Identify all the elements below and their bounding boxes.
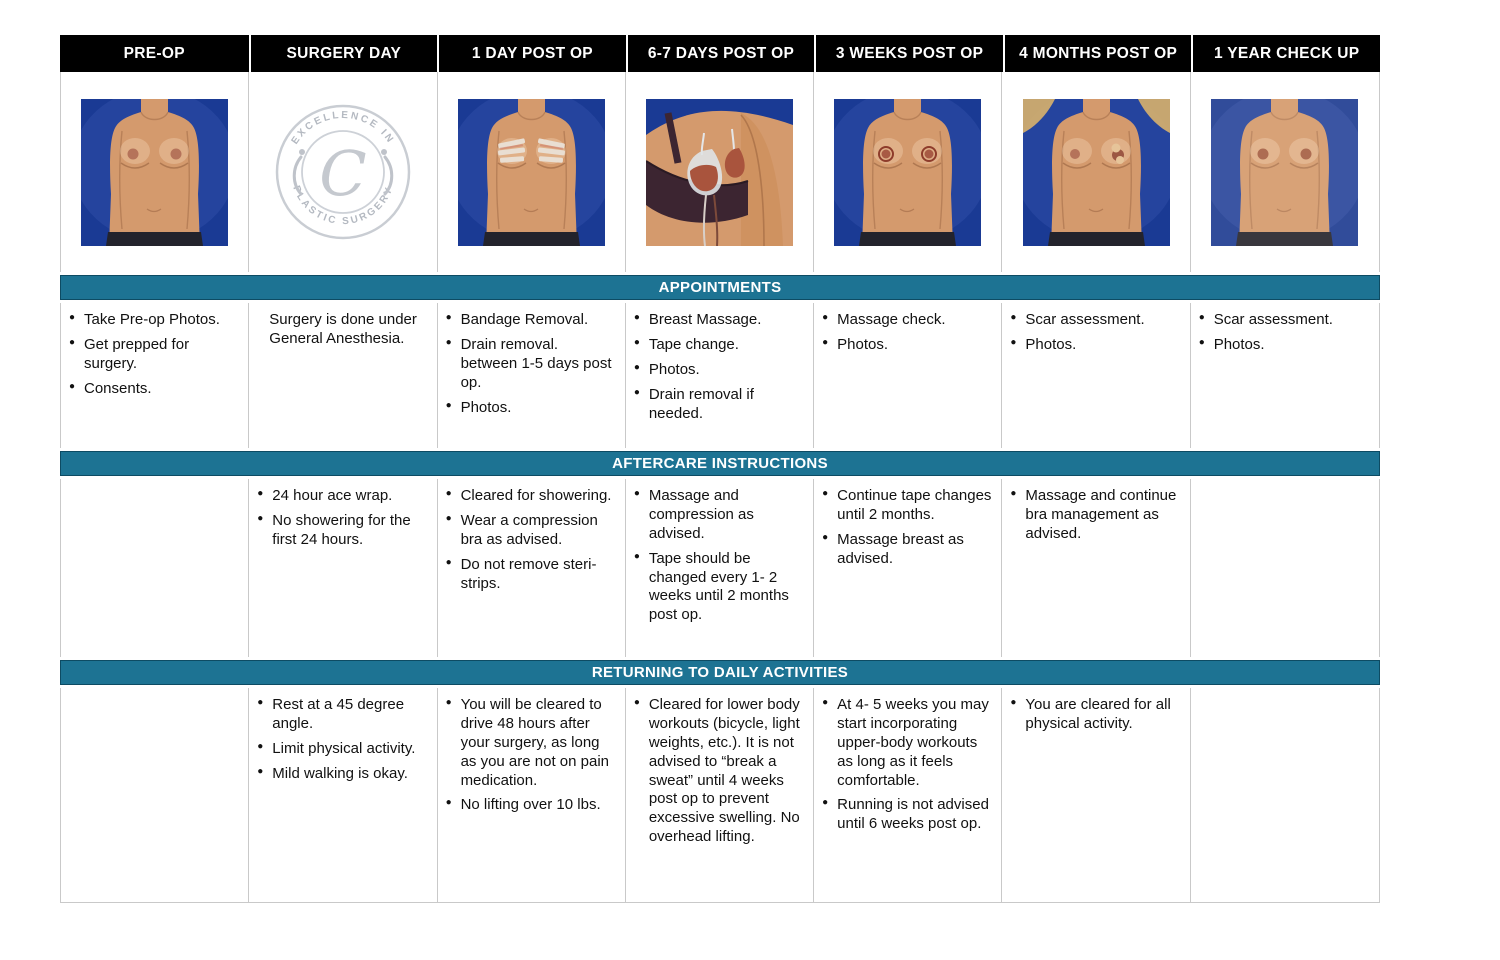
bullet-item: Tape change. <box>634 336 807 355</box>
bullet-item: No lifting over 10 lbs. <box>446 796 619 815</box>
bullet-item: Scar assessment. <box>1010 311 1183 330</box>
bullet-item: Drain removal. between 1-5 days post op. <box>446 336 619 393</box>
appointments-1-year-check-up: Scar assessment. Photos. <box>1191 303 1379 448</box>
activities-surgery-day: Rest at a 45 degree angle. Limit physical… <box>249 688 438 902</box>
bullet-item: Rest at a 45 degree angle. <box>257 696 430 734</box>
clinic-logo: EXCELLENCE IN PLASTIC SURGERY C <box>275 104 411 240</box>
bullet-item: Tape should be changed every 1- 2 weeks … <box>634 550 807 626</box>
activities-1-day-post-op: You will be cleared to drive 48 hours af… <box>438 688 626 902</box>
patient-photo-4-months-post-op <box>1022 98 1170 246</box>
bullet-item: Limit physical activity. <box>257 740 430 759</box>
appointments-surgery-day: Surgery is done under General Anesthesia… <box>249 303 438 448</box>
aftercare-4-months-post-op: Massage and continue bra management as a… <box>1002 479 1191 657</box>
aftercare-6-7-days-post-op: Massage and compression as advised. Tape … <box>626 479 815 657</box>
bullet-item: Massage and continue bra management as a… <box>1010 487 1183 544</box>
bullet-item: Running is not advised until 6 weeks pos… <box>822 796 995 834</box>
aftercare-1-year-check-up <box>1191 479 1379 657</box>
aftercare-surgery-day: 24 hour ace wrap. No showering for the fi… <box>249 479 438 657</box>
aftercare-1-day-post-op: Cleared for showering. Wear a compression… <box>438 479 626 657</box>
logo-figure-silhouettes <box>292 149 394 196</box>
activities-row: Rest at a 45 degree angle. Limit physical… <box>60 688 1380 903</box>
section-band-appointments: APPOINTMENTS <box>60 275 1380 300</box>
column-header-6-7-days-post-op: 6-7 DAYS POST OP <box>625 35 815 72</box>
appointments-4-months-post-op: Scar assessment. Photos. <box>1002 303 1191 448</box>
bullet-item: Take Pre-op Photos. <box>69 311 242 330</box>
bullet-item: Photos. <box>634 361 807 380</box>
aftercare-3-weeks-post-op: Continue tape changes until 2 months. Mas… <box>814 479 1003 657</box>
activities-1-year-check-up <box>1191 688 1379 902</box>
column-header-pre-op: PRE-OP <box>60 35 249 72</box>
photo-cell-4-months-post-op <box>1002 72 1191 272</box>
appointments-1-day-post-op: Bandage Removal. Drain removal. between 1… <box>438 303 626 448</box>
appointments-6-7-days-post-op: Breast Massage. Tape change. Photos. Drain … <box>626 303 815 448</box>
photo-cell-surgery-day: EXCELLENCE IN PLASTIC SURGERY C <box>249 72 438 272</box>
bullet-item: Cleared for lower body workouts (bicycle… <box>634 696 807 847</box>
bullet-item: Photos. <box>1199 336 1373 355</box>
bullet-item: At 4- 5 weeks you may start incorporatin… <box>822 696 995 790</box>
patient-photo-3-weeks-post-op <box>834 99 981 246</box>
bullet-item: Get prepped for surgery. <box>69 336 242 374</box>
patient-photo-6-7-days-post-op <box>645 98 793 246</box>
photo-cell-3-weeks-post-op <box>814 72 1003 272</box>
logo-monogram: C <box>319 137 366 210</box>
bullet-item: Massage check. <box>822 311 995 330</box>
table-header-row: PRE-OP SURGERY DAY 1 DAY POST OP 6-7 DAY… <box>60 35 1380 72</box>
photo-cell-pre-op <box>61 72 250 272</box>
bullet-item: Photos. <box>822 336 995 355</box>
column-header-1-day-post-op: 1 DAY POST OP <box>437 35 626 72</box>
column-header-4-months-post-op: 4 MONTHS POST OP <box>1002 35 1192 72</box>
bullet-item: Cleared for showering. <box>446 487 619 506</box>
bullet-item: No showering for the first 24 hours. <box>257 512 430 550</box>
appointments-pre-op: Take Pre-op Photos. Get prepped for surge… <box>61 303 250 448</box>
bullet-item: You will be cleared to drive 48 hours af… <box>446 696 619 790</box>
patient-photo-1-day-post-op <box>458 99 605 246</box>
patient-photo-pre-op <box>81 99 228 246</box>
patient-photo-1-year-check-up <box>1211 98 1359 246</box>
aftercare-row: 24 hour ace wrap. No showering for the fi… <box>60 479 1380 657</box>
column-header-1-year-check-up: 1 YEAR CHECK UP <box>1191 35 1380 72</box>
bullet-item: Photos. <box>1010 336 1183 355</box>
bullet-item: Massage breast as advised. <box>822 531 995 569</box>
activities-6-7-days-post-op: Cleared for lower body workouts (bicycle… <box>626 688 815 902</box>
photo-cell-1-day-post-op <box>438 72 626 272</box>
bullet-item: You are cleared for all physical activit… <box>1010 696 1183 734</box>
bullet-item: Scar assessment. <box>1199 311 1373 330</box>
column-header-3-weeks-post-op: 3 WEEKS POST OP <box>814 35 1003 72</box>
bullet-item: Massage and compression as advised. <box>634 487 807 544</box>
recovery-timeline-table: PRE-OP SURGERY DAY 1 DAY POST OP 6-7 DAY… <box>60 35 1380 903</box>
bullet-item: Bandage Removal. <box>446 311 619 330</box>
photo-cell-1-year-check-up <box>1191 72 1379 272</box>
photo-cell-6-7-days-post-op <box>626 72 815 272</box>
bullet-item: Consents. <box>69 380 242 399</box>
appointments-3-weeks-post-op: Massage check. Photos. <box>814 303 1003 448</box>
section-band-activities: RETURNING TO DAILY ACTIVITIES <box>60 660 1380 685</box>
bullet-item: Mild walking is okay. <box>257 765 430 784</box>
surgery-day-note: Surgery is done under General Anesthesia… <box>269 311 417 347</box>
bullet-item: Drain removal if needed. <box>634 386 807 424</box>
bullet-item: Wear a compression bra as advised. <box>446 512 619 550</box>
bullet-item: Continue tape changes until 2 months. <box>822 487 995 525</box>
bullet-item: Photos. <box>446 399 619 418</box>
bullet-item: 24 hour ace wrap. <box>257 487 430 506</box>
photo-row: EXCELLENCE IN PLASTIC SURGERY C <box>60 72 1380 272</box>
appointments-row: Take Pre-op Photos. Get prepped for surge… <box>60 303 1380 448</box>
aftercare-pre-op <box>61 479 250 657</box>
bullet-item: Do not remove steri-strips. <box>446 556 619 594</box>
activities-pre-op <box>61 688 250 902</box>
column-header-surgery-day: SURGERY DAY <box>248 35 438 72</box>
drain-bulbs <box>687 128 745 246</box>
section-band-aftercare: AFTERCARE INSTRUCTIONS <box>60 451 1380 476</box>
bullet-item: Breast Massage. <box>634 311 807 330</box>
activities-4-months-post-op: You are cleared for all physical activit… <box>1002 688 1191 902</box>
activities-3-weeks-post-op: At 4- 5 weeks you may start incorporatin… <box>814 688 1003 902</box>
